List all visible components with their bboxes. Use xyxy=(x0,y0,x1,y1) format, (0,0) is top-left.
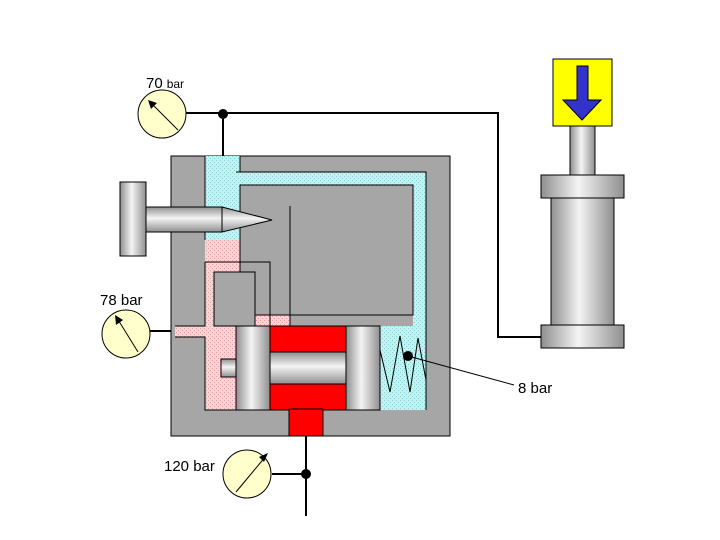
gauge-needle-head xyxy=(115,315,123,325)
gauge-bottom-label: 120 bar xyxy=(164,458,215,475)
gauge-needle-head xyxy=(259,453,268,462)
cylinder-top-cap xyxy=(540,174,625,199)
spring-pressure-leader xyxy=(407,355,515,386)
cylinder-rod xyxy=(569,125,596,176)
spring-pressure-label: 8 bar xyxy=(518,380,552,397)
screw-shaft xyxy=(145,206,223,233)
pipe-lines xyxy=(150,112,541,516)
gauge-needle-head xyxy=(148,100,157,109)
cylinder-barrel xyxy=(550,197,615,326)
pressure-gauge-icon xyxy=(222,449,272,499)
pressure-gauge-icon xyxy=(101,309,151,359)
gauge-needle xyxy=(235,455,267,493)
cylinder-bottom-cap xyxy=(540,324,625,349)
pressure-gauge-left xyxy=(101,309,151,359)
spool-left-land xyxy=(235,325,271,411)
body-islands xyxy=(213,184,414,327)
supply-port-red xyxy=(288,408,324,437)
spool xyxy=(220,325,381,437)
screw-knob xyxy=(119,181,147,257)
down-arrow-icon xyxy=(561,65,603,121)
gauge-left-label: 78 bar xyxy=(100,292,143,309)
pressure-gauge-top xyxy=(137,89,187,139)
adjusting-screw xyxy=(119,181,273,257)
pressure-gauge-bottom xyxy=(222,449,272,499)
spring-icon xyxy=(379,335,427,393)
gauge-needle xyxy=(116,317,139,353)
spool-core xyxy=(269,351,347,385)
spring-pressure-dot xyxy=(403,351,413,361)
bottom-junction-dot xyxy=(301,469,311,479)
top-junction-dot xyxy=(218,109,228,119)
pilot-line xyxy=(222,112,541,338)
spool-right-land xyxy=(345,325,381,411)
needle-tip xyxy=(221,206,273,233)
hydraulic-cylinder xyxy=(540,58,625,349)
gauge-needle xyxy=(149,101,179,131)
